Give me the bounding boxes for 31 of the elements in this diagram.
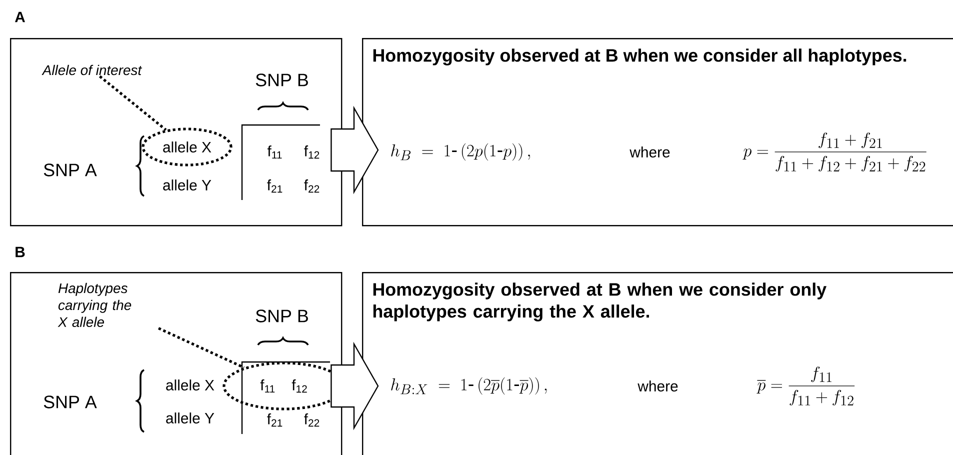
panel-letter: B <box>16 246 25 258</box>
formula: $p=\frac{f_{11}+f_{21}}{f_{11}+f_{12}+f_{21}+f_{22}}$ <box>742 132 926 172</box>
panel-box <box>10 38 342 226</box>
formula: $\overline{p}=\frac{f_{11}}{f_{11}+f_{12}}$ <box>756 366 855 406</box>
row-label: allele Y <box>166 412 214 424</box>
callout-text: Allele of interest <box>42 64 142 76</box>
where-text: where <box>638 380 678 392</box>
leader-line <box>158 327 245 369</box>
table-entry: f$_{22}$ <box>304 179 320 193</box>
table-entry: f$_{11}$ <box>267 145 282 159</box>
where-text: where <box>630 146 670 158</box>
table-entry: f$_{22}$ <box>304 413 320 427</box>
column-label: SNP B <box>256 310 308 322</box>
block-arrow <box>330 342 379 430</box>
panel-box <box>10 272 342 455</box>
formula: $h_{B:X}\;=\;1\mbox{-}\left(2\overline{p}(1\mbox{-}\overline{p})\right),$ <box>391 377 547 395</box>
formula: $h_{B}\;=\;1\mbox{-}\left(2p(1\mbox{-}p)\right),$ <box>391 143 530 161</box>
panel-letter: A <box>15 12 25 22</box>
column-label: SNP B <box>256 74 308 86</box>
row-label: SNP A <box>44 396 97 408</box>
row-label: SNP A <box>44 164 97 176</box>
formula-panel <box>362 38 953 226</box>
block-arrow <box>330 106 379 194</box>
callout-text: Haplotypes carrying the X allele <box>58 282 132 328</box>
formula-panel <box>362 272 953 455</box>
heading: Homozygosity observed at B when we consider only haplotypes carrying the X allele. <box>373 282 826 322</box>
leader-line <box>98 75 167 131</box>
table-entry: f$_{12}$ <box>304 145 320 159</box>
heading: Homozygosity observed at B when we consider all haplotypes. <box>373 48 906 66</box>
table-entry: f$_{21}$ <box>267 179 282 193</box>
row-label: allele Y <box>163 180 212 190</box>
